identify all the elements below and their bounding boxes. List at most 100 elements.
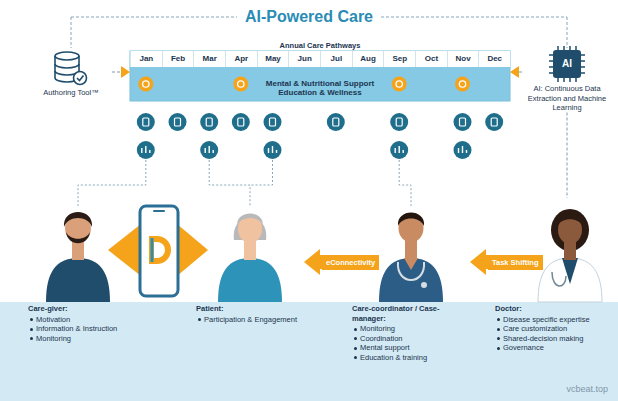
band-icons (455, 77, 470, 92)
care-coordinator-figure (398, 262, 424, 280)
node-text: Participation & Engagement (196, 315, 304, 325)
doctor-figure (538, 209, 602, 302)
doctor-figure (562, 258, 578, 284)
care-coordinator-figure (398, 213, 424, 227)
node-text: Shared-decision making (495, 334, 608, 344)
care-coordinator-figure (399, 214, 424, 243)
authoring-tool-icon (55, 52, 87, 85)
phone-illustration (108, 224, 141, 276)
node-text: Information & Instruction (28, 324, 126, 334)
pathway-icons (200, 113, 218, 131)
pathway-icons (485, 113, 503, 131)
authoring-tool-icon (77, 76, 84, 81)
month-label: Jun (288, 51, 320, 67)
band-icons (233, 77, 248, 92)
node-text: Monitoring (352, 324, 470, 334)
pathway-icons (137, 141, 155, 159)
pathway-icons (390, 113, 408, 131)
node-heading: Authoring Tool™ (30, 88, 112, 98)
authoring-tool-icon (74, 72, 87, 85)
doctor-role: Doctor:Disease specific expertiseCare cu… (495, 198, 608, 353)
phone-illustration (154, 242, 165, 258)
node-text: Disease specific expertise (495, 315, 608, 325)
node-text: Coordination (352, 334, 470, 344)
month-label: Jan (130, 51, 162, 67)
month-label: Dec (478, 51, 510, 67)
title-connector (567, 17, 568, 48)
arrow-label: Task Shifting (488, 255, 543, 270)
phone-illustration (140, 206, 178, 296)
ai-engine: AI AI: Continuous Data Extraction and Mac… (522, 46, 612, 113)
patient-figure (218, 258, 282, 302)
band-icons (392, 77, 407, 92)
pathway-icons (137, 113, 503, 159)
leader-lines (78, 160, 411, 206)
authoring-tool: Authoring Tool™ (30, 50, 112, 98)
month-label: Aug (352, 51, 384, 67)
node-heading: Care-coordinator / Case-manager: (352, 304, 470, 323)
care-giver-figure (46, 258, 110, 302)
care-coordinator-figure (379, 258, 443, 302)
phone-illustration (108, 206, 208, 296)
month-label: Mar (193, 51, 225, 67)
band-icons (138, 77, 470, 92)
month-row: JanFebMarAprMayJunJulAugSepOctNovDec (130, 51, 510, 67)
node-heading: Patient: (196, 304, 304, 314)
month-label: Sep (383, 51, 415, 67)
node-text: Care customization (495, 324, 608, 334)
pathway-icons (200, 141, 218, 159)
phone-illustration (177, 224, 208, 276)
node-heading: Annual Care Pathways (130, 40, 510, 51)
patient-figure (237, 214, 263, 225)
care-giver-figure (66, 232, 90, 243)
node-text: Mental support (352, 343, 470, 353)
band-icons (138, 77, 153, 92)
dashed-connector (112, 72, 121, 73)
care-giver-figure (64, 212, 92, 227)
node-text: Education & training (352, 353, 470, 363)
node-heading: AI (522, 58, 612, 70)
patient-role: Patient:Participation & Engagement (196, 198, 304, 324)
month-label: May (257, 51, 289, 67)
pathway-icons (454, 141, 472, 159)
ai-chip-icon (581, 55, 585, 73)
band-outline (130, 51, 510, 101)
doctor-figure (557, 214, 583, 226)
patient-figure (218, 214, 282, 303)
dashed-connector (519, 72, 522, 73)
pathway-icons (169, 113, 187, 131)
month-label: Jul (320, 51, 352, 67)
care-coordinator-role: Care-coordinator / Case-manager:Monitori… (352, 198, 470, 362)
pathway-icons (232, 113, 250, 131)
phone-illustration (149, 236, 171, 264)
ai-chip-icon (558, 78, 576, 82)
support-band-fill (130, 67, 510, 101)
node-text: AI: Continuous Data Extraction and Machi… (522, 84, 612, 113)
authoring-tool-icon (55, 52, 79, 60)
pathway-icons (264, 141, 282, 159)
month-label: Nov (447, 51, 479, 67)
pathway-icons (454, 113, 472, 131)
node-heading: Care-giver: (28, 304, 126, 314)
node-heading: Mental & Nutritional Support Education &… (252, 79, 388, 90)
month-label: Oct (415, 51, 447, 67)
watermark: vcbeat.top (566, 384, 608, 395)
node-heading: Doctor: (495, 304, 608, 314)
pathway-icons (264, 113, 282, 131)
ai-chip-icon (549, 55, 553, 73)
node-text: Motivation (28, 315, 126, 325)
care-giver-role: Care-giver:MotivationInformation & Instr… (28, 198, 126, 343)
doctor-figure (538, 258, 602, 302)
arrow-label: eConnectivity (322, 255, 379, 270)
care-coordinator-figure (421, 282, 427, 288)
ai-chip-icon (558, 46, 576, 50)
diagram-title: AI-Powered Care (237, 7, 381, 27)
month-label: Feb (162, 51, 194, 67)
bottom-panel (0, 302, 618, 401)
month-label: Apr (225, 51, 257, 67)
leader-lines (209, 160, 250, 206)
leader-lines (399, 160, 411, 206)
node-text: Monitoring (28, 334, 126, 344)
pathway-icons (327, 113, 345, 131)
leader-lines (78, 160, 146, 206)
